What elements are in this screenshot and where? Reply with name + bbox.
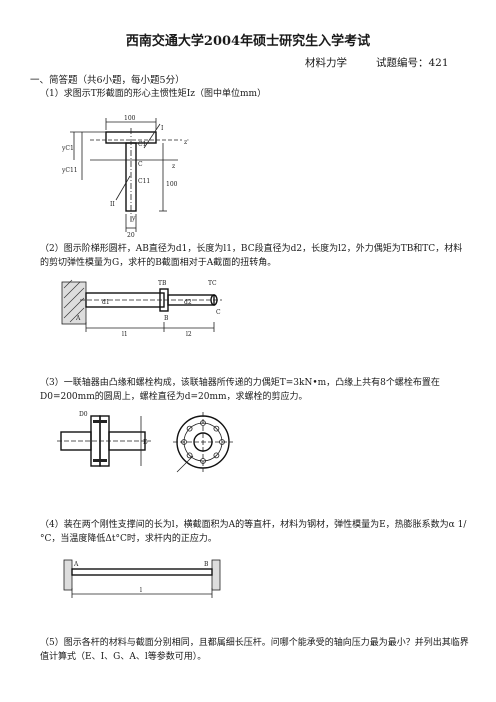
label-d: D	[143, 439, 148, 446]
label-z: z	[172, 163, 175, 170]
question-3: （3）一联轴器由凸缘和螺栓构成，该联轴器所传递的力偶矩T=3kN•m，凸缘上共有…	[40, 378, 440, 402]
label-axis-II: II	[110, 201, 115, 208]
label-l: l	[140, 587, 142, 594]
label-y: y	[131, 215, 136, 222]
label-yc1: yC1	[61, 145, 74, 152]
dim-flange-width: 100	[124, 115, 136, 122]
dim-web-height: 100	[166, 181, 178, 188]
label-c1: C1	[138, 141, 146, 148]
subject-label: 材料力学	[305, 57, 347, 69]
label-tb: TB	[158, 280, 167, 287]
label-b: B	[204, 561, 209, 568]
label-axis-I: I	[161, 125, 164, 132]
label-d0: D0	[79, 411, 88, 418]
label-l1: l1	[122, 331, 128, 338]
label-c: C	[138, 161, 143, 168]
question-2: （2）图示阶梯形圆杆，AB直径为d1，长度为l1，BC段直径为d2，长度为l2，…	[40, 244, 463, 268]
label-d2: d2	[184, 299, 192, 306]
question-1: （1）求图示T形截面的形心主惯性矩Iz（图中单位mm）	[40, 89, 267, 99]
section-heading: 一、简答题（共6小题，每小题5分）	[30, 75, 185, 86]
label-l2: l2	[186, 331, 192, 338]
exam-code: 试题编号：421	[376, 57, 449, 69]
label-tc: TC	[208, 280, 217, 287]
dim-web-thickness: 20	[127, 232, 135, 239]
question-4: （4）装在两个刚性支撑间的长为l，横截面积为A的等直杆，材料为钢材，弹性模量为E…	[40, 520, 467, 544]
figure-t-section: 100 I C1 z' C z C11 100 yC1 yC11 II y 20	[61, 115, 189, 239]
page-title: 西南交通大学2004年硕士研究生入学考试	[125, 34, 371, 49]
label-c: C	[216, 309, 221, 316]
label-z-prime: z'	[184, 139, 189, 146]
label-b: B	[164, 315, 169, 322]
figure-stepped-shaft: d1 d2 TB TC A B C l1 l2	[61, 279, 222, 338]
question-5: （5）图示各杆的材料与截面分别相同，且都属细长压杆。问哪个能承受的轴向压力最为最…	[40, 638, 469, 662]
label-d1: d1	[102, 299, 110, 306]
label-a: A	[73, 561, 79, 568]
label-c11: C11	[138, 178, 150, 185]
label-yc11: yC11	[61, 167, 78, 174]
figure-fixed-bar: A B l	[63, 559, 221, 598]
label-a: A	[75, 315, 81, 322]
figure-coupling: D0 D	[57, 411, 233, 473]
